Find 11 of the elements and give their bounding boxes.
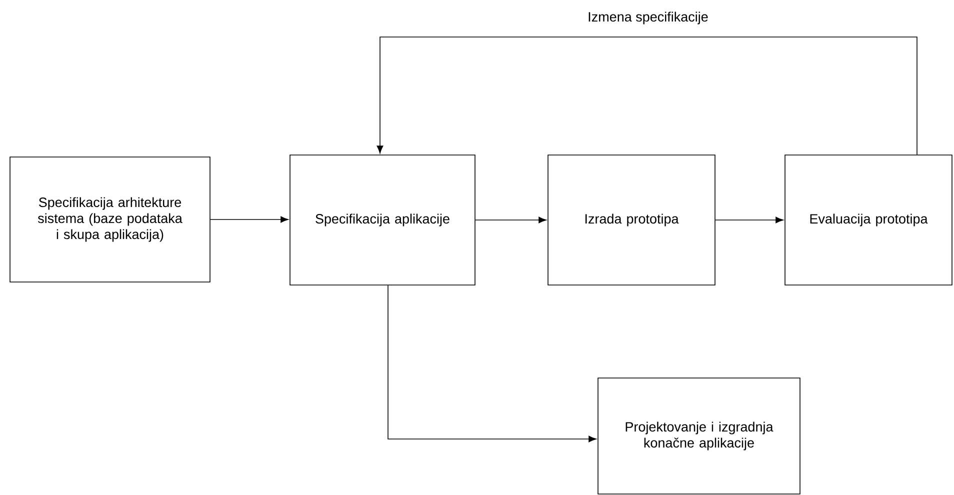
arrow [388, 285, 596, 442]
arrow [715, 216, 784, 224]
arrow [210, 216, 288, 223]
process-box: Projektovanje i izgradnja konačne aplikacije [598, 378, 800, 494]
arrow [376, 36, 918, 155]
process-box: Evaluacija prototipa [784, 154, 952, 286]
process-box: Izrada prototipa [548, 154, 716, 286]
process-box: Specifikacija arhitekture sistema (baze podataka i skupa aplikacija) [10, 156, 210, 282]
arrow [475, 216, 546, 224]
edge-label: Izmena specifikacije [586, 10, 710, 26]
process-box: Specifikacija aplikacije [290, 154, 476, 286]
